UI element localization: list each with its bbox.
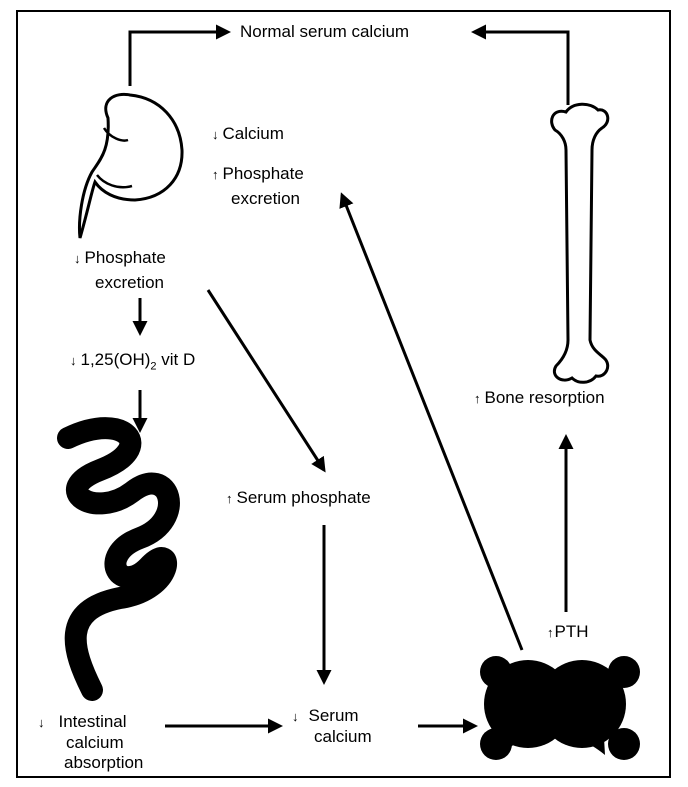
- down-arrow-icon: ↓: [212, 125, 219, 145]
- arrow-kidney-to-normal-calcium: [130, 32, 228, 86]
- bone-icon: [552, 104, 608, 382]
- normal-serum-calcium-label: Normal serum calcium: [240, 22, 409, 42]
- up-arrow-icon: ↑: [212, 165, 219, 185]
- arrow-parathyroid-to-kidney: [342, 195, 522, 650]
- calcium-decrease-label: ↓Calcium: [212, 124, 284, 145]
- bone-resorption-label: ↑Bone resorption: [474, 388, 605, 409]
- arrow-phosphate-to-serum-phosphate: [208, 290, 324, 470]
- down-arrow-icon: ↓: [38, 713, 45, 733]
- up-arrow-icon: ↑: [547, 623, 554, 643]
- phosphate-excretion-increase-label-line2: excretion: [231, 189, 300, 209]
- down-arrow-icon: ↓: [292, 707, 299, 727]
- kidney-icon: [80, 94, 183, 238]
- pth-label: ↑PTH: [547, 622, 589, 643]
- down-arrow-icon: ↓: [74, 249, 81, 269]
- intestinal-calcium-absorption-label: ↓Intestinal calcium absorption: [38, 712, 178, 773]
- serum-calcium-label: ↓Serum calcium: [292, 706, 372, 747]
- serum-phosphate-label: ↑Serum phosphate: [226, 488, 371, 509]
- up-arrow-icon: ↑: [474, 389, 481, 409]
- up-arrow-icon: ↑: [226, 489, 233, 509]
- phosphate-excretion-increase-label: ↑Phosphate: [212, 164, 304, 185]
- vitamin-d-label: ↓1,25(OH)2 vit D: [70, 350, 195, 376]
- down-arrow-icon: ↓: [70, 351, 77, 371]
- phosphate-excretion-decrease-label: ↓Phosphate: [74, 248, 166, 269]
- intestine-icon: [68, 428, 169, 690]
- arrow-bone-to-normal-calcium: [474, 32, 568, 105]
- parathyroid-icon: [480, 656, 640, 760]
- phosphate-excretion-decrease-label-line2: excretion: [95, 273, 164, 293]
